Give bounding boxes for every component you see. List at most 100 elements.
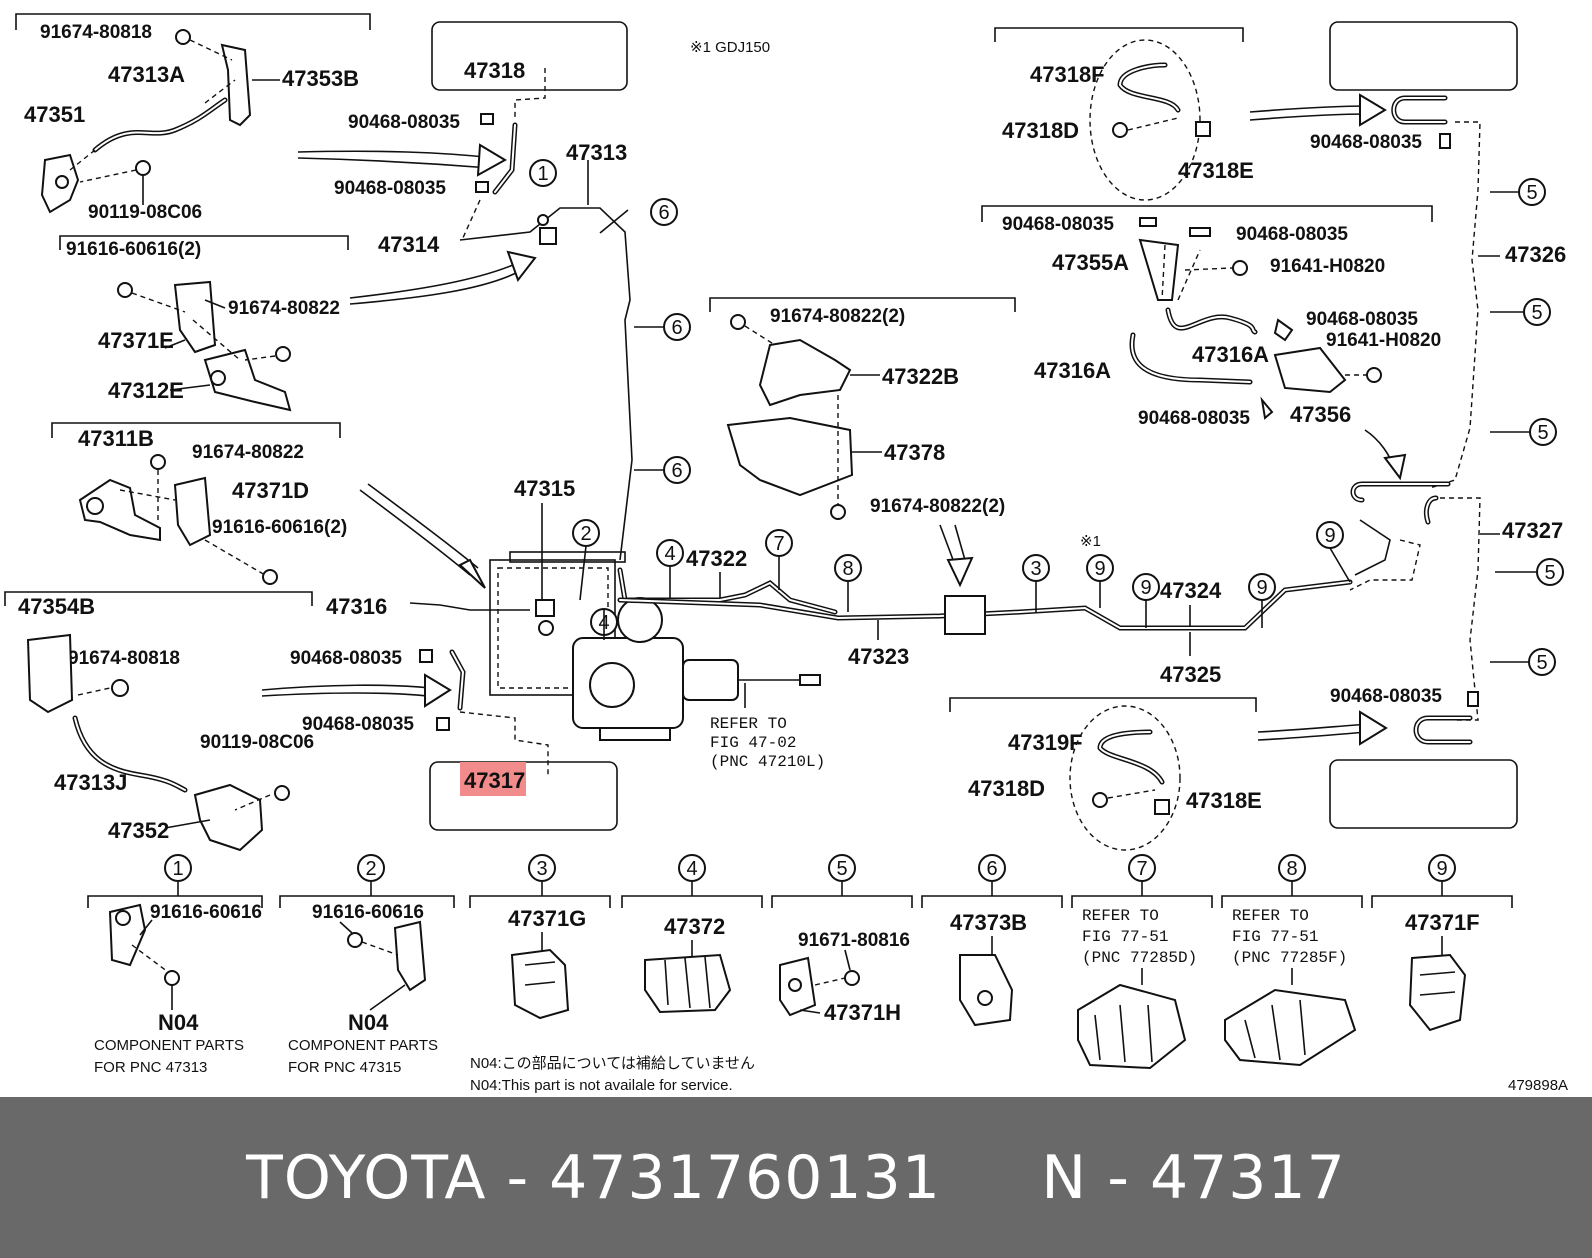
label-90468-08035: 90468-08035 bbox=[1330, 686, 1442, 707]
callout-5: 5 bbox=[1523, 298, 1551, 326]
bolt-icon bbox=[275, 346, 291, 362]
label-90468-08035: 90468-08035 bbox=[1138, 408, 1250, 429]
clip-icon bbox=[1260, 396, 1274, 420]
callout-3: 3 bbox=[528, 854, 556, 882]
svg-text:9: 9 bbox=[1256, 577, 1267, 599]
label-47318E: 47318E bbox=[1178, 158, 1254, 183]
svg-text:1: 1 bbox=[537, 163, 548, 185]
bolt-icon bbox=[1092, 792, 1108, 808]
bracket-47354B-icon bbox=[26, 633, 74, 714]
clamp-77285D-icon bbox=[1077, 983, 1187, 1070]
label-90468-08035: 90468-08035 bbox=[334, 178, 446, 199]
clamp-47373B-icon bbox=[959, 954, 1014, 1027]
label-component-parts: COMPONENT PARTS bbox=[94, 1037, 244, 1054]
callout-5: 5 bbox=[1536, 558, 1564, 586]
svg-text:4: 4 bbox=[686, 858, 697, 880]
bolt-icon bbox=[175, 29, 191, 45]
label-91674-80818: 91674-80818 bbox=[68, 648, 180, 669]
clip-icon bbox=[480, 113, 494, 125]
component-47315-clip-icon bbox=[393, 920, 427, 992]
label-47324: 47324 bbox=[1160, 578, 1222, 603]
svg-text:6: 6 bbox=[986, 858, 997, 880]
bolt-icon bbox=[117, 282, 133, 298]
clip-icon bbox=[1195, 121, 1211, 137]
label-47317-highlighted[interactable]: 47317 bbox=[464, 768, 525, 793]
clip-icon bbox=[1154, 799, 1170, 815]
callout-8: 8 bbox=[834, 554, 862, 582]
label-gdj150: ※1 GDJ150 bbox=[690, 39, 770, 56]
label-91616-60616-2: 91616-60616(2) bbox=[66, 239, 201, 260]
clamp-47371D-icon bbox=[173, 476, 212, 547]
label-47311B: 47311B bbox=[78, 426, 154, 451]
label-47316A: 47316A bbox=[1034, 358, 1111, 383]
clip-icon bbox=[1439, 133, 1451, 149]
bolt-icon bbox=[164, 970, 180, 986]
label-fig-77-51: FIG 77-51 bbox=[1232, 928, 1318, 946]
callout-8: 8 bbox=[1278, 854, 1306, 882]
note-n04-english: N04:This part is not availale for servic… bbox=[470, 1077, 733, 1094]
callout-9: 9 bbox=[1248, 573, 1276, 601]
label-90468-08035: 90468-08035 bbox=[1310, 132, 1422, 153]
highlight-47317 bbox=[460, 762, 526, 796]
svg-text:5: 5 bbox=[1526, 182, 1537, 204]
label-47318E: 47318E bbox=[1186, 788, 1262, 813]
callout-1: 1 bbox=[529, 159, 557, 187]
label-47315: 47315 bbox=[514, 476, 575, 501]
callout-6: 6 bbox=[663, 456, 691, 484]
label-47371E: 47371E bbox=[98, 328, 174, 353]
clamp-47371E-icon bbox=[173, 280, 217, 354]
label-pnc-77285F: (PNC 77285F) bbox=[1232, 949, 1347, 967]
label-47372: 47372 bbox=[664, 914, 725, 939]
label-fig-77-51: FIG 77-51 bbox=[1082, 928, 1168, 946]
label-47318D: 47318D bbox=[968, 776, 1045, 801]
label-91674-80822: 91674-80822 bbox=[228, 298, 340, 319]
label-47313A: 47313A bbox=[108, 62, 185, 87]
label-47318D: 47318D bbox=[1002, 118, 1079, 143]
svg-text:7: 7 bbox=[1136, 858, 1147, 880]
callout-5: 5 bbox=[1518, 178, 1546, 206]
bolt-icon bbox=[111, 679, 129, 697]
svg-text:6: 6 bbox=[671, 317, 682, 339]
label-47322B: 47322B bbox=[882, 364, 959, 389]
callout-7: 7 bbox=[765, 529, 793, 557]
clip-icon bbox=[475, 181, 489, 193]
bracket-47355A-icon bbox=[1138, 238, 1180, 301]
callout-9: 9 bbox=[1086, 554, 1114, 582]
label-47356: 47356 bbox=[1290, 402, 1351, 427]
label-refer-to: REFER TO bbox=[1082, 907, 1159, 925]
clip-icon bbox=[1467, 691, 1479, 707]
parts-diagram: 91674-80818 47313A 47353B 47351 90119-08… bbox=[4, 13, 1569, 1094]
callout-3: 3 bbox=[1022, 554, 1050, 582]
svg-text:6: 6 bbox=[671, 460, 682, 482]
label-pnc-77285D: (PNC 77285D) bbox=[1082, 949, 1197, 967]
label-90468-08035: 90468-08035 bbox=[290, 648, 402, 669]
svg-text:9: 9 bbox=[1094, 558, 1105, 580]
label-47371D: 47371D bbox=[232, 478, 309, 503]
svg-text:5: 5 bbox=[836, 858, 847, 880]
svg-text:8: 8 bbox=[1286, 858, 1297, 880]
label-47318: 47318 bbox=[464, 58, 525, 83]
label-pnc-47210L: (PNC 47210L) bbox=[710, 753, 825, 771]
label-91674-80818: 91674-80818 bbox=[40, 22, 152, 43]
label-fig-47-02: FIG 47-02 bbox=[710, 734, 796, 752]
label-91671-80816: 91671-80816 bbox=[798, 930, 910, 951]
component-47313-clip-icon bbox=[108, 903, 147, 967]
label-refer-to: REFER TO bbox=[1232, 907, 1309, 925]
bolt-icon bbox=[1366, 367, 1382, 383]
label-91641-H0820: 91641-H0820 bbox=[1326, 330, 1441, 351]
clamp-47371G-icon bbox=[510, 948, 570, 1020]
svg-text:4: 4 bbox=[664, 543, 675, 565]
label-component-parts: COMPONENT PARTS bbox=[288, 1037, 438, 1054]
label-47322: 47322 bbox=[686, 546, 747, 571]
clamp-47372-icon bbox=[644, 953, 732, 1014]
label-90468-08035: 90468-08035 bbox=[1236, 224, 1348, 245]
cover-47378-icon bbox=[726, 416, 854, 497]
label-90468-08035: 90468-08035 bbox=[1002, 214, 1114, 235]
clamp-47371F-icon bbox=[1408, 953, 1467, 1032]
label-91616-60616: 91616-60616 bbox=[312, 902, 424, 923]
label-90468-08035: 90468-08035 bbox=[1306, 309, 1418, 330]
svg-text:2: 2 bbox=[365, 858, 376, 880]
footer-part-number: TOYOTA - 4731760131 N - 47317 bbox=[246, 1142, 1346, 1213]
clamp-47371H-icon bbox=[779, 956, 817, 1017]
callout-6: 6 bbox=[978, 854, 1006, 882]
